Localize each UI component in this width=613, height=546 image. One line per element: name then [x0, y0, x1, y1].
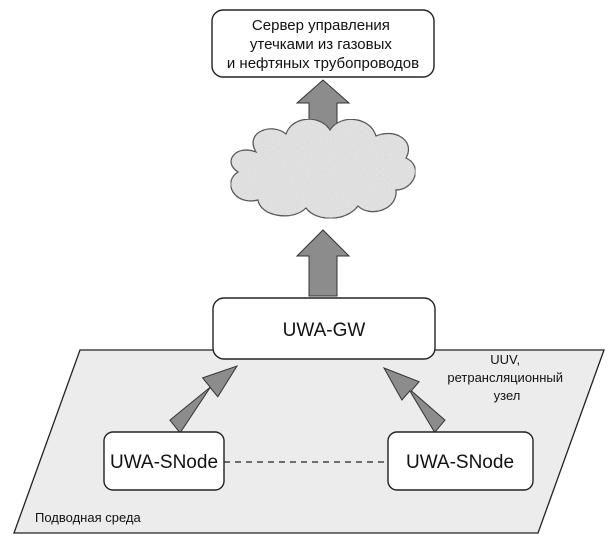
arrow-left-node-to-gateway — [169, 365, 239, 434]
server-label: Сервер управления утечками из газовых и … — [227, 17, 419, 72]
relay-label-line-2: ретрансляционный — [447, 370, 563, 385]
relay-label-line-3: узел — [494, 388, 521, 403]
server-box — [211, 9, 435, 78]
arrow-gateway-to-cloud — [295, 229, 351, 297]
relay-label-line-1: UUV, — [490, 352, 520, 367]
environment-label: Подводная среда — [35, 510, 141, 525]
gateway-box — [212, 297, 436, 360]
server-label-line-2: утечками из газовых — [250, 36, 392, 53]
server-label-line-3: и нефтяных трубопроводов — [227, 55, 419, 72]
sensor-node-left-box — [103, 431, 225, 491]
sensor-node-left-label: UWA-SNode — [110, 452, 218, 473]
arrow-right-node-to-gateway — [382, 367, 446, 434]
gateway-label: UWA-GW — [283, 320, 366, 341]
relay-node-label: UUV, ретрансляционный узел — [447, 352, 566, 403]
cloud-icon — [230, 118, 417, 219]
server-label-line-1: Сервер управления — [252, 17, 390, 34]
sensor-node-right-box — [387, 431, 534, 491]
sensor-node-right-label: UWA-SNode — [406, 452, 514, 473]
